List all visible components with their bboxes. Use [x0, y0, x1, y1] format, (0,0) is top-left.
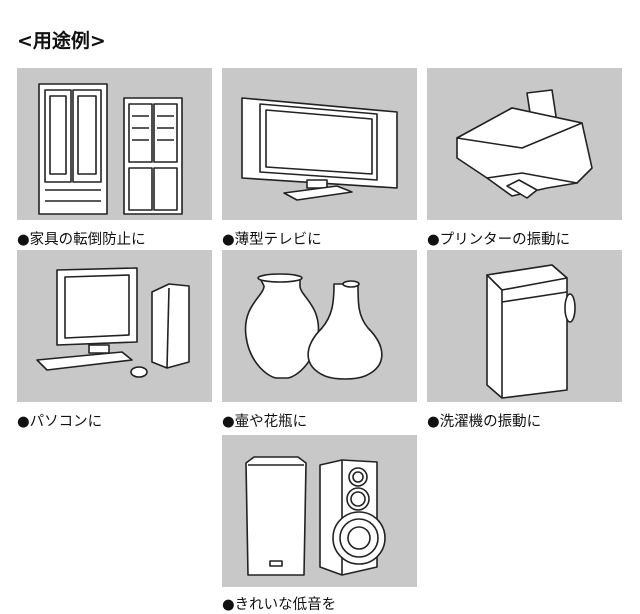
usage-label-furniture: ●家具の転倒防止に: [17, 232, 146, 248]
usage-label-computer: ●パソコンに: [17, 414, 103, 430]
usage-label-washing-machine: ●洗濯機の振動に: [427, 414, 542, 430]
usage-label-vase: ●壷や花瓶に: [222, 414, 308, 430]
printer-icon: [427, 68, 622, 220]
page-title: <用途例>: [17, 30, 106, 52]
usage-label-printer: ●プリンターの振動に: [427, 232, 571, 248]
computer-icon: [17, 250, 212, 402]
vase-icon: [222, 250, 417, 402]
washing-machine-icon: [427, 250, 622, 402]
speaker-icon: [222, 435, 417, 587]
usage-label-speaker: ●きれいな低音を: [222, 597, 337, 613]
flat-tv-icon: [222, 68, 417, 220]
furniture-icon: [17, 68, 212, 220]
usage-label-flat-tv: ●薄型テレビに: [222, 232, 322, 248]
